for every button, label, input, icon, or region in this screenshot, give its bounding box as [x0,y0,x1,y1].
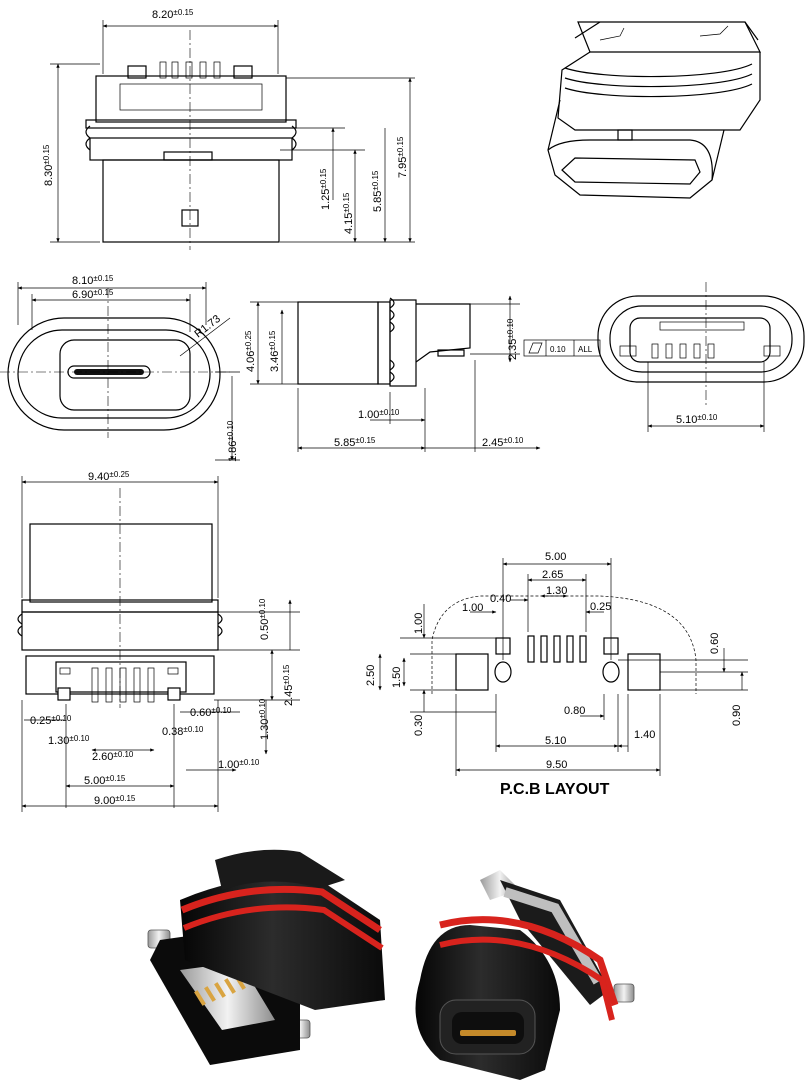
bottom-d8-label: 2.60±0.10 [92,750,134,763]
end-inner-label: 6.90±0.15 [72,288,114,301]
end-offset-label: 1.86±0.10 [226,420,239,462]
bottom-d9-label: 1.00±0.10 [218,758,260,771]
flatness-value: 0.10 [550,345,566,354]
bottom-d5-label: 1.30±0.10 [48,734,90,747]
front-height-label: 8.30±0.15 [42,144,55,186]
pcb-d090: 0.90 [731,705,743,726]
pcb-d080: 0.80 [564,705,585,717]
front-width-label: 8.20±0.15 [152,8,194,21]
flatness-scope: ALL [578,345,593,354]
side-d4-label: 2.35±0.10 [506,318,519,360]
bottom-view: 9.40±0.25 0.50±0.10 2.45±0.15 1.30±0.10 … [17,470,300,812]
pcb-d100: 1.00 [462,602,483,614]
side-d1-label: 1.00±0.10 [358,408,400,421]
bottom-d10-label: 5.00±0.15 [84,774,126,787]
pcb-d250: 2.50 [365,665,377,686]
product-photo [147,849,635,1080]
side-d2-label: 5.85±0.15 [334,436,376,449]
bottom-d11-label: 9.00±0.15 [94,794,136,807]
pcb-d140: 1.40 [634,729,655,741]
front-d3-label: 5.85±0.15 [371,170,384,212]
pcb-d265: 2.65 [542,569,563,581]
pcb-d025: 0.25 [590,601,611,613]
pcb-d130: 1.30 [546,585,567,597]
front-d1-label: 1.25±0.15 [319,168,332,210]
pcb-d510: 5.10 [545,735,566,747]
bottom-d6-label: 0.38±0.10 [162,725,204,738]
pcb-d950: 9.50 [546,759,567,771]
pcb-d030: 0.30 [413,715,425,736]
front-d4-label: 7.95±0.15 [396,136,409,178]
pcb-layout: 5.00 2.65 0.40 1.30 1.00 0.25 1.00 2.50 … [365,551,748,798]
flatness-frame: 0.10 ALL [523,339,601,357]
side-d3-label: 2.45±0.10 [482,436,524,449]
front-d2-label: 4.15±0.15 [342,192,355,234]
bottom-d2-label: 2.45±0.15 [282,664,295,706]
front-view: 8.20±0.15 8.30±0.15 1.25±0.15 4.15±0.15 … [42,8,415,250]
pcb-d060: 0.60 [709,633,721,654]
bottom-w1-label: 9.40±0.25 [88,470,130,483]
end-outer-label: 8.10±0.15 [72,274,114,287]
bottom-d7-label: 1.30±0.10 [258,698,271,740]
pcb-d500: 5.00 [545,551,566,563]
isometric-drawing [547,21,761,199]
bottom-d4-label: 0.60±0.10 [190,706,232,719]
pcb-d040: 0.40 [490,593,511,605]
pcb-d150: 1.50 [391,667,403,688]
mouth-width-label: 5.10±0.10 [676,413,718,426]
mouth-view: 5.10±0.10 [597,282,805,432]
pcb-title: P.C.B LAYOUT [500,781,610,798]
end-view: 8.10±0.15 6.90±0.15 R1.73 1.86±0.10 [0,274,240,462]
pcb-d100v: 1.00 [413,613,425,634]
side-h2-label: 3.46±0.15 [268,330,281,372]
side-view: 4.06±0.25 3.46±0.15 1.00±0.10 5.85±0.15 … [244,295,601,452]
bottom-d1-label: 0.50±0.10 [258,598,271,640]
bottom-d3-label: 0.25±0.10 [30,714,72,727]
side-h1-label: 4.06±0.25 [244,330,257,372]
